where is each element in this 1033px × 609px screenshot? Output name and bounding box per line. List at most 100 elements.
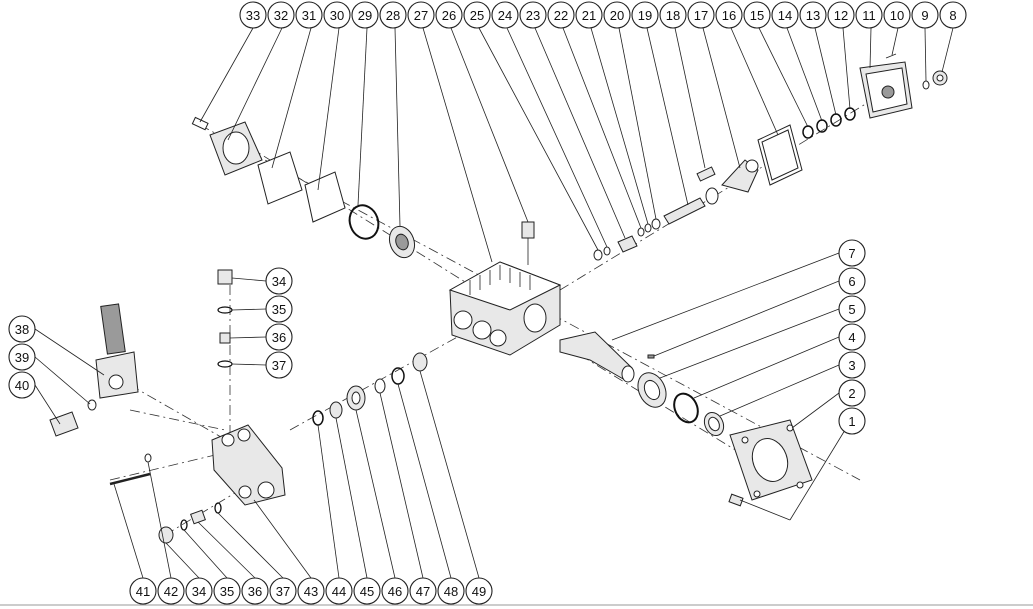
callout-label: 35 bbox=[272, 302, 286, 317]
callout-middle-2: 36 bbox=[265, 323, 293, 351]
callout-circle bbox=[855, 1, 883, 29]
callout-label: 37 bbox=[276, 584, 290, 599]
callout-circle bbox=[838, 239, 866, 267]
callout-top-0: 33 bbox=[239, 1, 267, 29]
part-ring-21 bbox=[644, 223, 652, 233]
callout-label: 26 bbox=[442, 8, 456, 23]
callout-top-2: 31 bbox=[295, 1, 323, 29]
callout-label: 18 bbox=[666, 8, 680, 23]
callout-label: 31 bbox=[302, 8, 316, 23]
callout-bottom-7: 44 bbox=[325, 577, 353, 605]
callout-top-12: 21 bbox=[575, 1, 603, 29]
callout-circle bbox=[239, 1, 267, 29]
callout-label: 6 bbox=[848, 274, 855, 289]
callout-left-0: 38 bbox=[8, 315, 36, 343]
part-valve-36-bot bbox=[190, 509, 206, 525]
callout-label: 13 bbox=[806, 8, 820, 23]
callout-label: 1 bbox=[848, 414, 855, 429]
callout-bottom-5: 37 bbox=[269, 577, 297, 605]
callout-circle bbox=[838, 267, 866, 295]
callout-label: 40 bbox=[15, 378, 29, 393]
callout-top-4: 29 bbox=[351, 1, 379, 29]
parts bbox=[49, 53, 948, 544]
callout-label: 38 bbox=[15, 322, 29, 337]
callout-circle bbox=[435, 1, 463, 29]
callout-circle bbox=[631, 1, 659, 29]
callout-top-9: 24 bbox=[491, 1, 519, 29]
callout-right-2: 5 bbox=[838, 295, 866, 323]
part-oring-15 bbox=[802, 125, 814, 139]
callout-label: 34 bbox=[272, 274, 286, 289]
part-oring-29 bbox=[348, 204, 380, 240]
callout-circle bbox=[838, 379, 866, 407]
callout-label: 7 bbox=[848, 246, 855, 261]
callout-bottom-4: 36 bbox=[241, 577, 269, 605]
callout-circle bbox=[8, 315, 36, 343]
callout-circle bbox=[409, 577, 437, 605]
callout-label: 25 bbox=[470, 8, 484, 23]
callout-bottom-11: 48 bbox=[437, 577, 465, 605]
callout-circle bbox=[265, 323, 293, 351]
callout-circle bbox=[939, 1, 967, 29]
callout-label: 12 bbox=[834, 8, 848, 23]
callout-circle bbox=[575, 1, 603, 29]
callout-top-21: 12 bbox=[827, 1, 855, 29]
callout-top-20: 13 bbox=[799, 1, 827, 29]
part-oil-cap-8 bbox=[932, 70, 948, 86]
callout-circle bbox=[265, 351, 293, 379]
part-gasket-31 bbox=[257, 151, 303, 205]
part-ring-20 bbox=[651, 218, 661, 230]
callout-label: 48 bbox=[444, 584, 458, 599]
callout-label: 23 bbox=[526, 8, 540, 23]
callout-label: 45 bbox=[360, 584, 374, 599]
callout-right-4: 3 bbox=[838, 351, 866, 379]
part-plug-34-mid bbox=[217, 269, 233, 285]
callout-circle bbox=[771, 1, 799, 29]
part-oring-37-bot bbox=[214, 502, 222, 514]
callout-circle bbox=[463, 1, 491, 29]
callout-top-23: 10 bbox=[883, 1, 911, 29]
callout-circle bbox=[547, 1, 575, 29]
callout-circle bbox=[838, 323, 866, 351]
callout-label: 36 bbox=[272, 330, 286, 345]
callout-label: 15 bbox=[750, 8, 764, 23]
part-oring-4 bbox=[673, 392, 699, 424]
callout-label: 11 bbox=[862, 8, 876, 23]
part-piston-rod-19 bbox=[663, 187, 719, 225]
part-gasket-30 bbox=[304, 171, 346, 223]
callout-circle bbox=[437, 577, 465, 605]
part-ring-47 bbox=[374, 378, 386, 394]
callout-label: 17 bbox=[694, 8, 708, 23]
callout-label: 37 bbox=[272, 358, 286, 373]
callout-top-13: 20 bbox=[603, 1, 631, 29]
callout-label: 24 bbox=[498, 8, 512, 23]
callout-top-15: 18 bbox=[659, 1, 687, 29]
callout-circle bbox=[838, 407, 866, 435]
callout-label: 34 bbox=[192, 584, 206, 599]
callout-right-0: 7 bbox=[838, 239, 866, 267]
part-bearing-28 bbox=[388, 225, 416, 259]
callout-circle bbox=[407, 1, 435, 29]
callout-top-19: 14 bbox=[771, 1, 799, 29]
callout-bottom-3: 35 bbox=[213, 577, 241, 605]
callout-circle bbox=[353, 577, 381, 605]
callout-top-17: 16 bbox=[715, 1, 743, 29]
part-seal-25 bbox=[593, 249, 603, 261]
part-manifold-43 bbox=[211, 424, 286, 506]
callout-label: 28 bbox=[386, 8, 400, 23]
callout-bottom-10: 47 bbox=[409, 577, 437, 605]
callout-circle bbox=[519, 1, 547, 29]
part-screw-10 bbox=[885, 53, 897, 59]
part-sleeve-23 bbox=[617, 235, 638, 253]
part-oil-seal-3 bbox=[703, 411, 725, 437]
callout-circle bbox=[351, 1, 379, 29]
callout-bottom-9: 46 bbox=[381, 577, 409, 605]
callout-circle bbox=[381, 577, 409, 605]
callout-left-2: 40 bbox=[8, 371, 36, 399]
callout-top-5: 28 bbox=[379, 1, 407, 29]
callout-top-16: 17 bbox=[687, 1, 715, 29]
callout-label: 46 bbox=[388, 584, 402, 599]
part-seal-24 bbox=[603, 246, 611, 256]
